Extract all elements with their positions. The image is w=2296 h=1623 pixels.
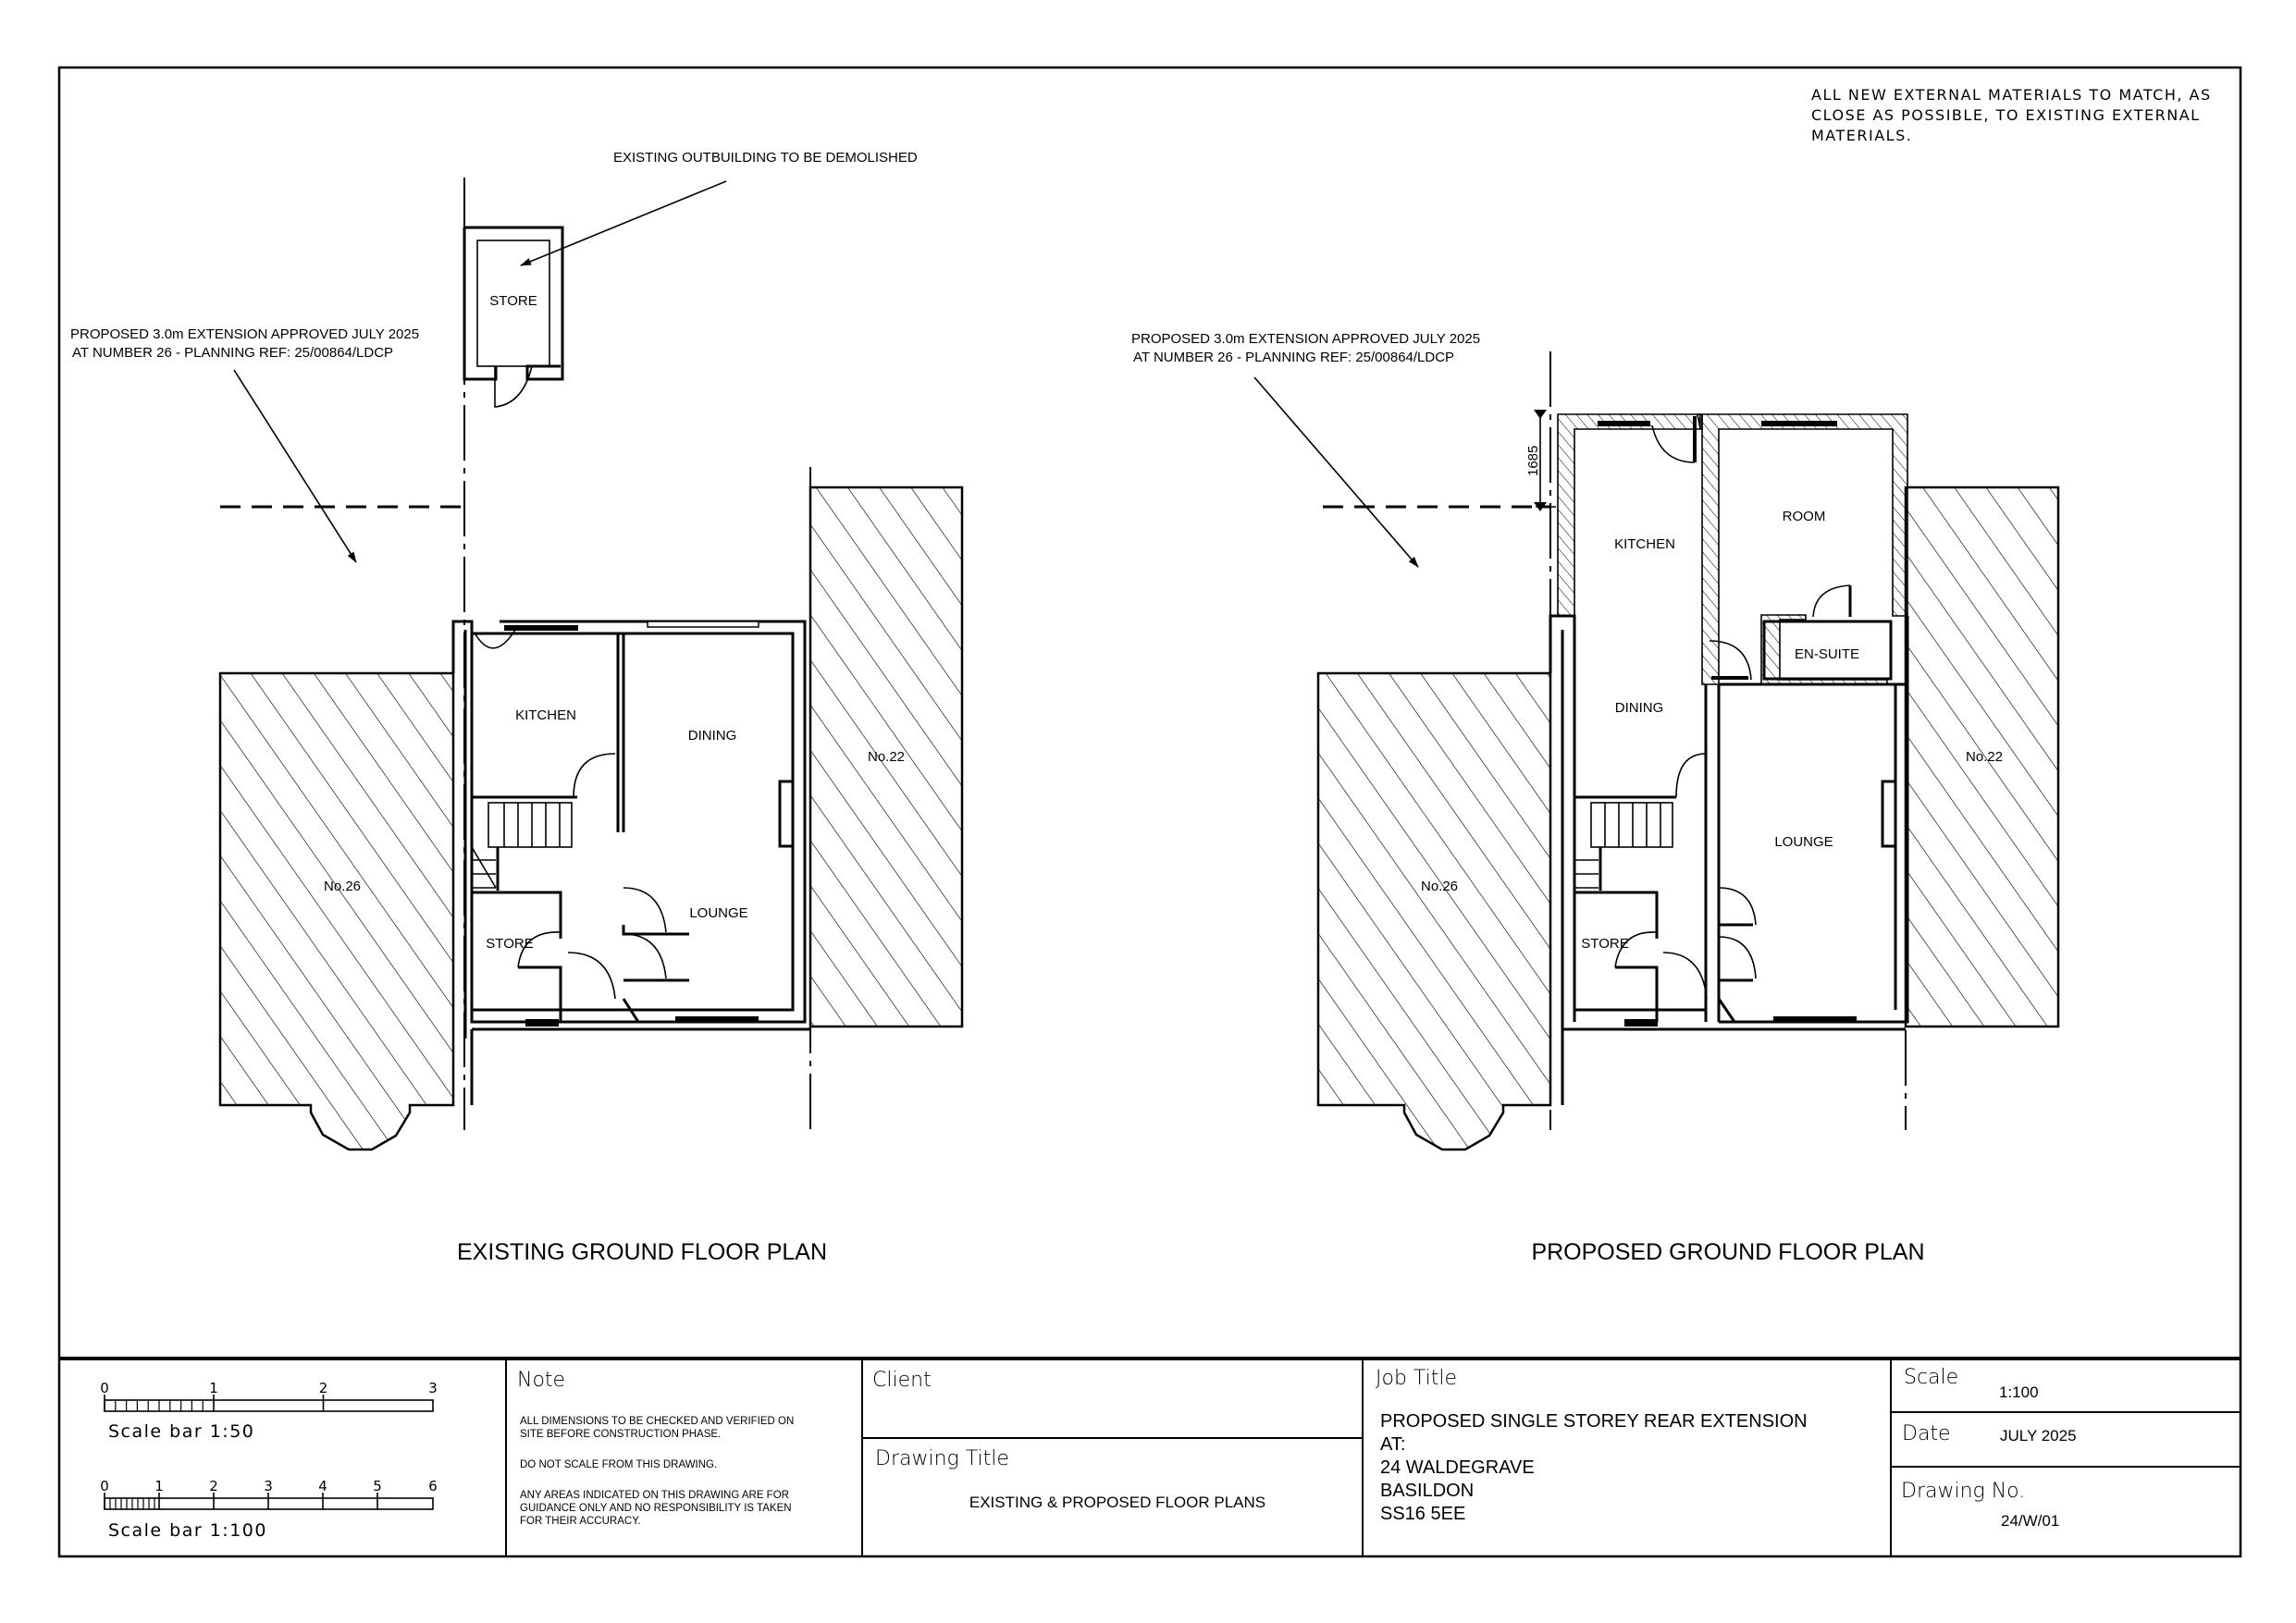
neighbour-no22-label: No.22 bbox=[868, 749, 905, 765]
materials-note-line-1: ALL NEW EXTERNAL MATERIALS TO MATCH, AS bbox=[1811, 86, 2212, 104]
drawing-title-value: EXISTING & PROPOSED FLOOR PLANS bbox=[969, 1494, 1265, 1511]
note-line-2: SITE BEFORE CONSTRUCTION PHASE. bbox=[520, 1429, 721, 1440]
drawing-title-heading: Drawing Title bbox=[875, 1447, 1009, 1470]
proposed-room-label: ROOM bbox=[1783, 509, 1826, 524]
drawing-no-value: 24/W/01 bbox=[2001, 1512, 2059, 1530]
proposed-dining-label: DINING bbox=[1615, 700, 1664, 716]
scale-100-tick-1: 1 bbox=[154, 1478, 164, 1494]
proposed-kitchen-door-swing bbox=[1675, 753, 1707, 798]
scale-heading: Scale bbox=[1904, 1366, 1958, 1389]
scale-bar-1-100-label: Scale bar 1:100 bbox=[108, 1520, 267, 1541]
scale-100-tick-0: 0 bbox=[100, 1478, 109, 1494]
existing-kitchen-label: KITCHEN bbox=[515, 707, 576, 723]
outbuilding: STORE bbox=[463, 226, 564, 408]
scale-100-tick-2: 2 bbox=[209, 1478, 218, 1494]
title-block: 0 1 2 3 Scale bar 1:50 0 1 2 3 bbox=[59, 1357, 2240, 1556]
outbuilding-leader-arrow bbox=[520, 180, 727, 266]
dimension-1685: 1685 bbox=[1525, 410, 1556, 511]
lounge-door-swing bbox=[623, 933, 667, 979]
neighbour-no22-block bbox=[809, 486, 964, 1028]
extension-kitchen-door-swing bbox=[1651, 424, 1696, 463]
scale-100-tick-6: 6 bbox=[428, 1478, 438, 1494]
existing-store-label: STORE bbox=[486, 936, 533, 952]
note-line-5: GUIDANCE ONLY AND NO RESPONSIBILITY IS T… bbox=[520, 1503, 792, 1514]
scale-50-tick-3: 3 bbox=[428, 1380, 438, 1396]
scale-50-tick-2: 2 bbox=[319, 1380, 328, 1396]
scale-50-tick-0: 0 bbox=[100, 1380, 109, 1396]
proposed-neighbour-note-line-1: PROPOSED 3.0m EXTENSION APPROVED JULY 20… bbox=[1131, 331, 1480, 347]
front-door-swing bbox=[567, 952, 616, 1000]
job-title-line-4: BASILDON bbox=[1380, 1481, 1474, 1501]
proposed-floor-plan: PROPOSED 3.0m EXTENSION APPROVED JULY 20… bbox=[1131, 331, 2060, 1265]
scale-100-tick-4: 4 bbox=[318, 1478, 327, 1494]
proposed-store-door-swing bbox=[1614, 931, 1658, 968]
proposed-neighbour-note-line-2: AT NUMBER 26 - PLANNING REF: 25/00864/LD… bbox=[1133, 350, 1454, 365]
kitchen-door-swing bbox=[573, 753, 616, 798]
job-title-line-2: AT: bbox=[1380, 1434, 1405, 1455]
neighbour-extension-note-line-1: PROPOSED 3.0m EXTENSION APPROVED JULY 20… bbox=[70, 326, 419, 342]
scale-50-tick-1: 1 bbox=[209, 1380, 218, 1396]
sheet-border bbox=[57, 66, 2242, 1558]
proposed-neighbour-no22-label: No.22 bbox=[1966, 749, 2003, 765]
job-title-line-3: 24 WALDEGRAVE bbox=[1380, 1457, 1535, 1478]
materials-note-line-3: MATERIALS. bbox=[1811, 127, 1912, 144]
scale-bar-1-50: 0 1 2 3 Scale bar 1:50 bbox=[100, 1380, 438, 1442]
proposed-lounge-label: LOUNGE bbox=[1774, 834, 1833, 850]
existing-plan-title: EXISTING GROUND FLOOR PLAN bbox=[457, 1239, 827, 1265]
proposed-store-label: STORE bbox=[1581, 936, 1628, 952]
existing-floor-plan: EXISTING OUTBUILDING TO BE DEMOLISHED PR… bbox=[70, 150, 964, 1265]
proposed-en-suite-label: EN-SUITE bbox=[1795, 646, 1859, 662]
job-title-line-5: SS16 5EE bbox=[1380, 1504, 1465, 1524]
client-heading: Client bbox=[872, 1369, 932, 1392]
scale-100-tick-3: 3 bbox=[264, 1478, 273, 1494]
room-door-swing bbox=[1709, 640, 1752, 681]
scale-bar-1-100: 0 1 2 3 4 5 6 Scale bar 1:100 bbox=[100, 1478, 438, 1541]
proposed-neighbour-no22-block bbox=[1904, 486, 2060, 1028]
outbuilding-door-swing bbox=[494, 365, 533, 408]
date-value: JULY 2025 bbox=[2000, 1427, 2077, 1445]
note-line-6: FOR THEIR ACCURACY. bbox=[520, 1516, 641, 1527]
proposed-kitchen-label: KITCHEN bbox=[1614, 536, 1675, 552]
note-heading: Note bbox=[517, 1369, 565, 1392]
en-suite-door-swing bbox=[1812, 584, 1851, 618]
proposed-lounge-door-swing-2 bbox=[1718, 936, 1757, 979]
outbuilding-demolish-note: EXISTING OUTBUILDING TO BE DEMOLISHED bbox=[613, 150, 918, 166]
proposed-front-door-swing bbox=[1662, 952, 1708, 1000]
dining-door-swing bbox=[623, 887, 667, 933]
existing-dining-label: DINING bbox=[688, 728, 737, 744]
drawing-no-heading: Drawing No. bbox=[1901, 1480, 2025, 1503]
proposed-house-walls bbox=[1549, 614, 1909, 1105]
date-heading: Date bbox=[1902, 1422, 1951, 1445]
proposed-neighbour-leader-arrow bbox=[1253, 376, 1419, 568]
scale-bar-1-50-label: Scale bar 1:50 bbox=[108, 1421, 254, 1442]
note-line-4: ANY AREAS INDICATED ON THIS DRAWING ARE … bbox=[520, 1490, 789, 1501]
store-door-swing bbox=[517, 931, 562, 968]
note-line-3: DO NOT SCALE FROM THIS DRAWING. bbox=[520, 1459, 717, 1470]
proposed-extension-walls bbox=[1557, 413, 1909, 686]
neighbour-extension-leader-arrow bbox=[233, 369, 357, 563]
proposed-neighbour-no26-label: No.26 bbox=[1421, 879, 1458, 894]
materials-note-line-2: CLOSE AS POSSIBLE, TO EXISTING EXTERNAL bbox=[1811, 106, 2201, 124]
neighbour-no26-label: No.26 bbox=[324, 879, 361, 894]
materials-note: ALL NEW EXTERNAL MATERIALS TO MATCH, AS … bbox=[1811, 86, 2212, 144]
outbuilding-store-label: STORE bbox=[489, 293, 537, 309]
scale-100-tick-5: 5 bbox=[373, 1478, 382, 1494]
proposed-neighbour-no26-block bbox=[1316, 671, 1552, 1151]
job-title-line-1: PROPOSED SINGLE STOREY REAR EXTENSION bbox=[1380, 1411, 1808, 1432]
existing-lounge-label: LOUNGE bbox=[689, 905, 747, 921]
dimension-1685-label: 1685 bbox=[1525, 446, 1541, 476]
proposed-plan-title: PROPOSED GROUND FLOOR PLAN bbox=[1531, 1239, 1924, 1265]
job-title-heading: Job Title bbox=[1376, 1367, 1457, 1390]
proposed-lounge-door-swing-1 bbox=[1718, 887, 1757, 926]
existing-house-walls bbox=[451, 620, 810, 1105]
scale-value: 1:100 bbox=[1999, 1383, 2039, 1401]
neighbour-extension-note-line-2: AT NUMBER 26 - PLANNING REF: 25/00864/LD… bbox=[72, 345, 393, 361]
kitchen-back-door-swing bbox=[475, 624, 519, 649]
neighbour-no26-block bbox=[218, 671, 455, 1151]
note-line-1: ALL DIMENSIONS TO BE CHECKED AND VERIFIE… bbox=[520, 1416, 794, 1427]
